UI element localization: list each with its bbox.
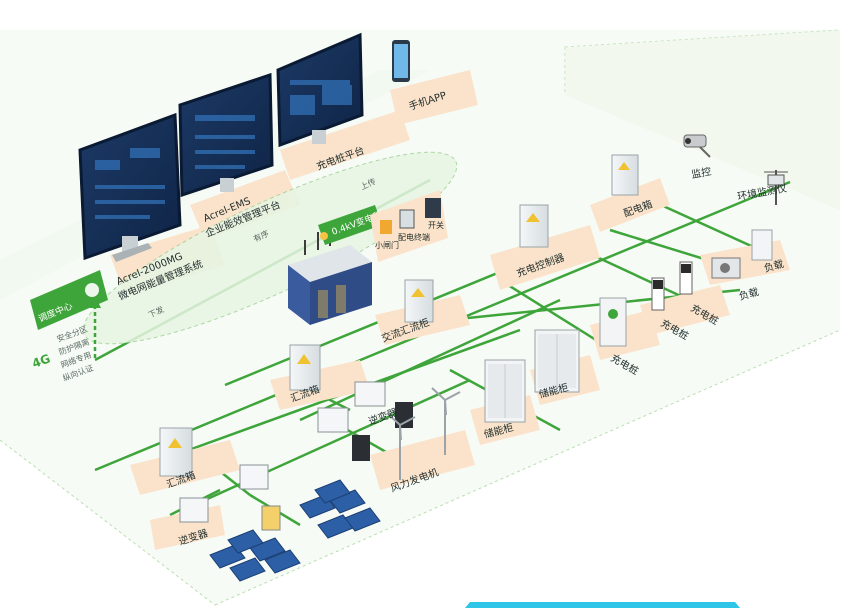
monitor-ems bbox=[178, 72, 274, 198]
wind-turbine-2 bbox=[386, 412, 416, 480]
solar-panels bbox=[209, 479, 381, 582]
small-equip-3: 开关 bbox=[428, 220, 444, 230]
cabinet-charge-control bbox=[519, 204, 549, 248]
charging-pile-1 bbox=[599, 297, 627, 347]
label-monitor: 监控 bbox=[690, 165, 712, 181]
small-equipment-group: 小闸门 配电终端 开关 bbox=[370, 190, 448, 262]
bottom-bar bbox=[465, 602, 740, 608]
load-box bbox=[751, 229, 773, 261]
substation: 0.4kV变电所 bbox=[288, 205, 384, 325]
phone-icon bbox=[392, 40, 410, 82]
env-monitor-icon bbox=[764, 170, 788, 205]
camera-icon bbox=[683, 134, 711, 158]
monitor-micro-grid bbox=[78, 112, 182, 262]
small-equip-1: 小闸门 bbox=[375, 240, 399, 250]
cabinet-distribution bbox=[611, 154, 639, 196]
cabinet-combiner-1 bbox=[289, 344, 321, 391]
load-generator bbox=[711, 257, 741, 279]
wind-turbine-1 bbox=[431, 387, 461, 455]
monitor-charging bbox=[276, 32, 364, 148]
cabinet-ac-combiner bbox=[404, 279, 434, 323]
cabinet-combiner-2 bbox=[159, 427, 193, 477]
small-device-1 bbox=[380, 220, 392, 234]
badge-4g-icon: 4G bbox=[30, 351, 52, 370]
charging-pile-3 bbox=[679, 261, 693, 295]
small-equip-2: 配电终端 bbox=[398, 232, 430, 242]
charging-pile-2 bbox=[651, 277, 665, 311]
inverter-boxes bbox=[179, 381, 386, 523]
storage-cabinet-1 bbox=[484, 359, 526, 423]
storage-cabinet-2 bbox=[534, 329, 580, 393]
